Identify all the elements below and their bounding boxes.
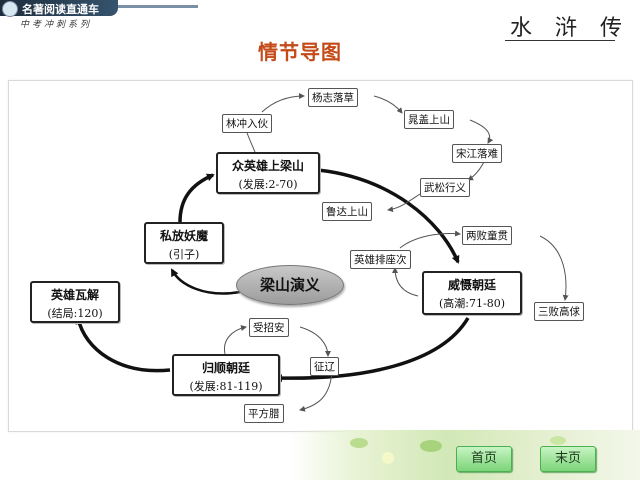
- arrow-guishun-to-shouzhaoan: [224, 327, 246, 354]
- arrow-guishun-to-yingxiong-wajie: [78, 318, 170, 371]
- node-sublabel: (发展:81-119): [174, 378, 278, 394]
- leaf-icon: [550, 436, 566, 445]
- arrow-shouzhaoan-to-zhengliao: [300, 327, 328, 356]
- node-sublabel: (高潮:71-80): [424, 295, 520, 311]
- arrow-weishe-to-guishun: [276, 318, 468, 378]
- node-label: 众英雄上梁山: [218, 157, 318, 174]
- node-yingxiong-wajie: 英雄瓦解 (结局:120): [30, 281, 120, 323]
- node-liangbai: 两败童贯: [462, 226, 512, 245]
- last-page-button[interactable]: 末页: [540, 446, 596, 472]
- arrow-center-to-sifang: [172, 270, 240, 293]
- node-sifang-yaomo: 私放妖魔 (引子): [144, 222, 224, 264]
- leaf-icon: [420, 440, 442, 452]
- first-page-button[interactable]: 首页: [456, 446, 512, 472]
- node-zhong-yingxiong: 众英雄上梁山 (发展:2-70): [216, 152, 320, 194]
- node-sublabel: (引子): [146, 246, 222, 262]
- center-theme: 梁山演义: [236, 265, 344, 305]
- leaf-icon: [350, 438, 368, 448]
- node-wusong: 武松行义: [420, 178, 470, 197]
- arrow-songjiang-to-wusong: [468, 160, 485, 180]
- node-label: 英雄瓦解: [32, 286, 118, 303]
- arrow-liangbai-to-sanbai: [540, 236, 566, 300]
- arrow-chaogai-to-songjiang: [470, 120, 490, 143]
- arrow-yangzhi-to-chaogai: [374, 96, 402, 113]
- node-songjiang: 宋江落难: [452, 144, 502, 163]
- node-yingxiong-paizuo: 英雄排座次: [350, 250, 411, 269]
- flower-icon: [382, 452, 394, 464]
- node-label: 威慑朝廷: [424, 276, 520, 293]
- node-pingfangla: 平方腊: [244, 404, 284, 423]
- node-shouzhaoan: 受招安: [249, 318, 289, 337]
- arrow-sifang-to-zhongyingxiong: [180, 175, 213, 222]
- node-luda: 鲁达上山: [322, 202, 372, 221]
- node-sublabel: (结局:120): [32, 305, 118, 321]
- arrow-weishe-to-paizuo: [395, 268, 418, 296]
- node-linchong: 林冲入伙: [222, 114, 272, 133]
- arrow-linchong-to-yangzhi: [262, 96, 304, 112]
- node-guishun-chaoting: 归顺朝廷 (发展:81-119): [172, 354, 280, 396]
- node-weishe-chaoting: 威慑朝廷 (高潮:71-80): [422, 271, 522, 315]
- node-zhengliao: 征辽: [310, 357, 339, 376]
- node-label: 私放妖魔: [146, 227, 222, 244]
- node-sanbai: 三败高俅: [534, 302, 584, 321]
- node-chaogai: 晁盖上山: [404, 110, 454, 129]
- node-label: 归顺朝廷: [174, 359, 278, 376]
- node-yangzhi: 杨志落草: [308, 88, 358, 107]
- node-sublabel: (发展:2-70): [218, 176, 318, 192]
